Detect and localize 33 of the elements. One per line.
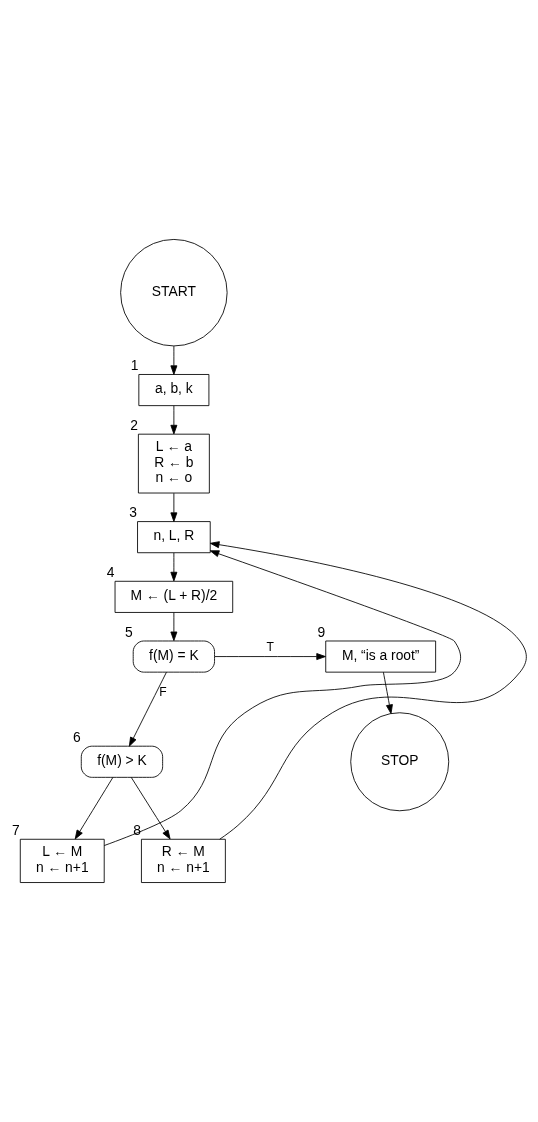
edge-label: T — [266, 639, 274, 654]
arrow — [170, 405, 178, 435]
arrow — [74, 777, 114, 840]
node-label: 3 — [129, 504, 138, 521]
node-label: 9 — [317, 623, 326, 640]
arrow — [170, 552, 178, 582]
node-label: 4 — [106, 563, 115, 580]
arrow — [170, 612, 178, 642]
arrow — [214, 653, 326, 661]
edge-label: F — [159, 684, 167, 699]
node-box: L ← M n ← n+1 — [19, 838, 105, 883]
node-label: 7 — [12, 821, 20, 838]
node-circle: START — [120, 239, 228, 347]
node-box: n, L, R — [137, 521, 211, 554]
node-box: M, “is a root” — [325, 640, 437, 673]
node-box: f(M) = K — [132, 640, 215, 673]
node-label: 6 — [73, 728, 81, 745]
node-box: M ← (L + R)/2 — [114, 580, 234, 613]
node-box: a, b, k — [138, 374, 210, 407]
node-label: 2 — [130, 416, 138, 433]
arrow — [170, 492, 178, 522]
arrow — [170, 345, 178, 375]
arrow — [130, 777, 171, 840]
arrow — [209, 541, 527, 840]
node-box: f(M) > K — [80, 745, 164, 778]
arrow — [103, 550, 462, 846]
node-label: 5 — [125, 623, 133, 640]
node-circle: STOP — [350, 712, 450, 812]
node-box: R ← M n ← n+1 — [141, 838, 226, 883]
arrow — [382, 671, 393, 714]
node-box: L ← a R ← b n ← o — [137, 433, 210, 494]
arrow — [128, 671, 167, 747]
node-label: 1 — [130, 356, 139, 373]
